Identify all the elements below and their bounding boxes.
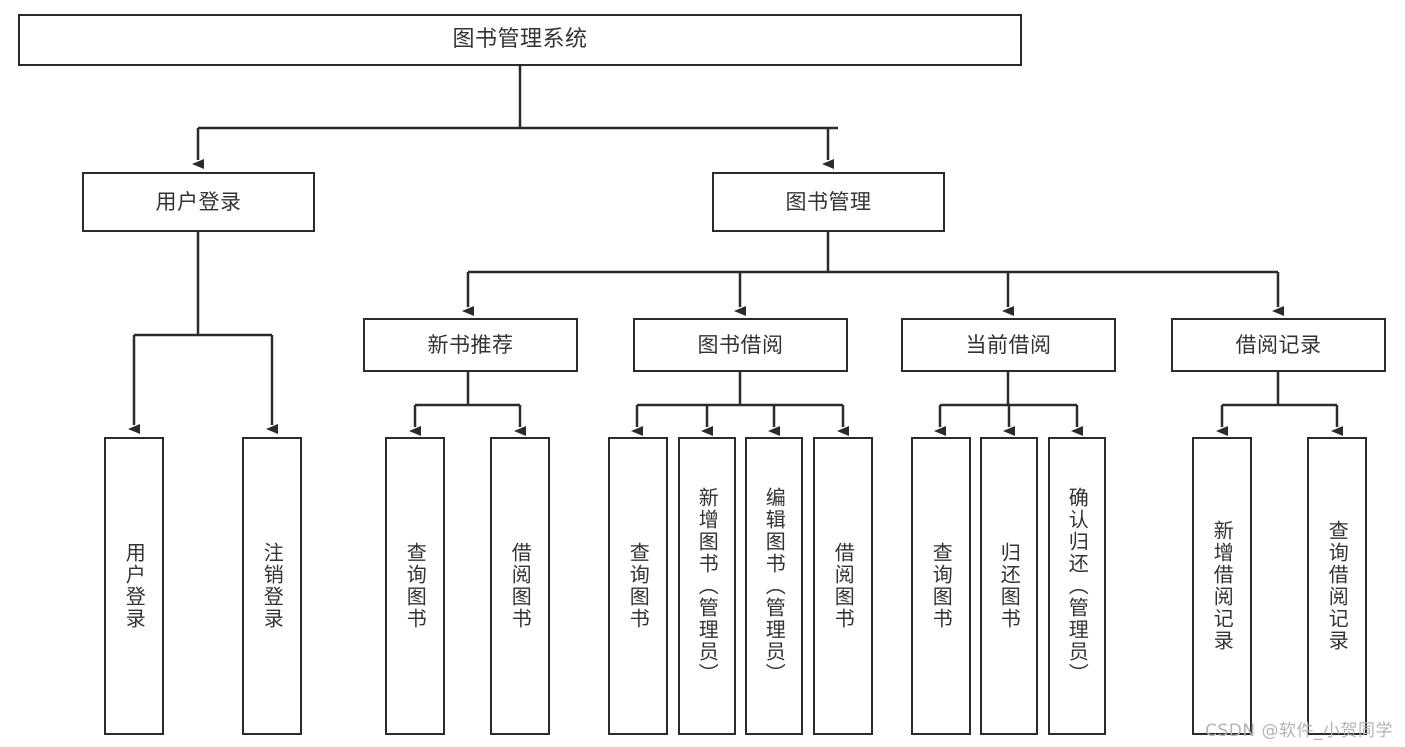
node-borrow-record[interactable]: 借阅记录: [1171, 318, 1386, 372]
node-book-borrow[interactable]: 图书借阅: [633, 318, 848, 372]
node-label: 借阅图书: [831, 542, 856, 630]
leaf-query-book-current[interactable]: 查询图书: [911, 437, 971, 735]
node-label: 查询图书: [403, 542, 428, 630]
leaf-borrow-book-borrow[interactable]: 借阅图书: [813, 437, 873, 735]
leaf-edit-book-admin[interactable]: 编辑图书（管理员）: [745, 437, 803, 735]
node-label: 用户登录: [155, 189, 242, 214]
node-label: 借阅图书: [508, 542, 533, 630]
leaf-borrow-book-recommend[interactable]: 借阅图书: [490, 437, 550, 735]
leaf-add-borrow-record[interactable]: 新增借阅记录: [1192, 437, 1252, 735]
node-label: 借阅记录: [1235, 332, 1322, 357]
node-book-management[interactable]: 图书管理: [712, 172, 945, 232]
node-label: 注销登录: [260, 542, 285, 630]
node-label: 新书推荐: [427, 332, 514, 357]
node-current-borrow[interactable]: 当前借阅: [901, 318, 1116, 372]
node-label: 查询图书: [929, 542, 954, 630]
leaf-user-login[interactable]: 用户登录: [104, 437, 164, 735]
node-label: 新增借阅记录: [1210, 520, 1235, 652]
node-label: 编辑图书（管理员）: [762, 487, 787, 685]
node-label: 归还图书: [997, 542, 1022, 630]
node-new-book-recommend[interactable]: 新书推荐: [363, 318, 578, 372]
node-label: 图书管理系统: [452, 27, 588, 53]
leaf-add-book-admin[interactable]: 新增图书（管理员）: [678, 437, 736, 735]
node-label: 图书借阅: [697, 332, 784, 357]
node-label: 查询图书: [626, 542, 651, 630]
leaf-confirm-return-admin[interactable]: 确认归还（管理员）: [1048, 437, 1106, 735]
leaf-return-book[interactable]: 归还图书: [980, 437, 1038, 735]
leaf-query-book-borrow[interactable]: 查询图书: [608, 437, 668, 735]
node-root-book-management-system[interactable]: 图书管理系统: [18, 14, 1022, 66]
node-user-login[interactable]: 用户登录: [82, 172, 315, 232]
node-label: 用户登录: [122, 542, 147, 630]
node-label: 确认归还（管理员）: [1065, 487, 1090, 685]
leaf-query-book-recommend[interactable]: 查询图书: [385, 437, 445, 735]
node-label: 当前借阅: [965, 332, 1052, 357]
node-label: 查询借阅记录: [1325, 520, 1350, 652]
node-label: 图书管理: [785, 189, 872, 214]
node-label: 新增图书（管理员）: [695, 487, 720, 685]
leaf-query-borrow-record[interactable]: 查询借阅记录: [1307, 437, 1367, 735]
leaf-logout-login[interactable]: 注销登录: [242, 437, 302, 735]
